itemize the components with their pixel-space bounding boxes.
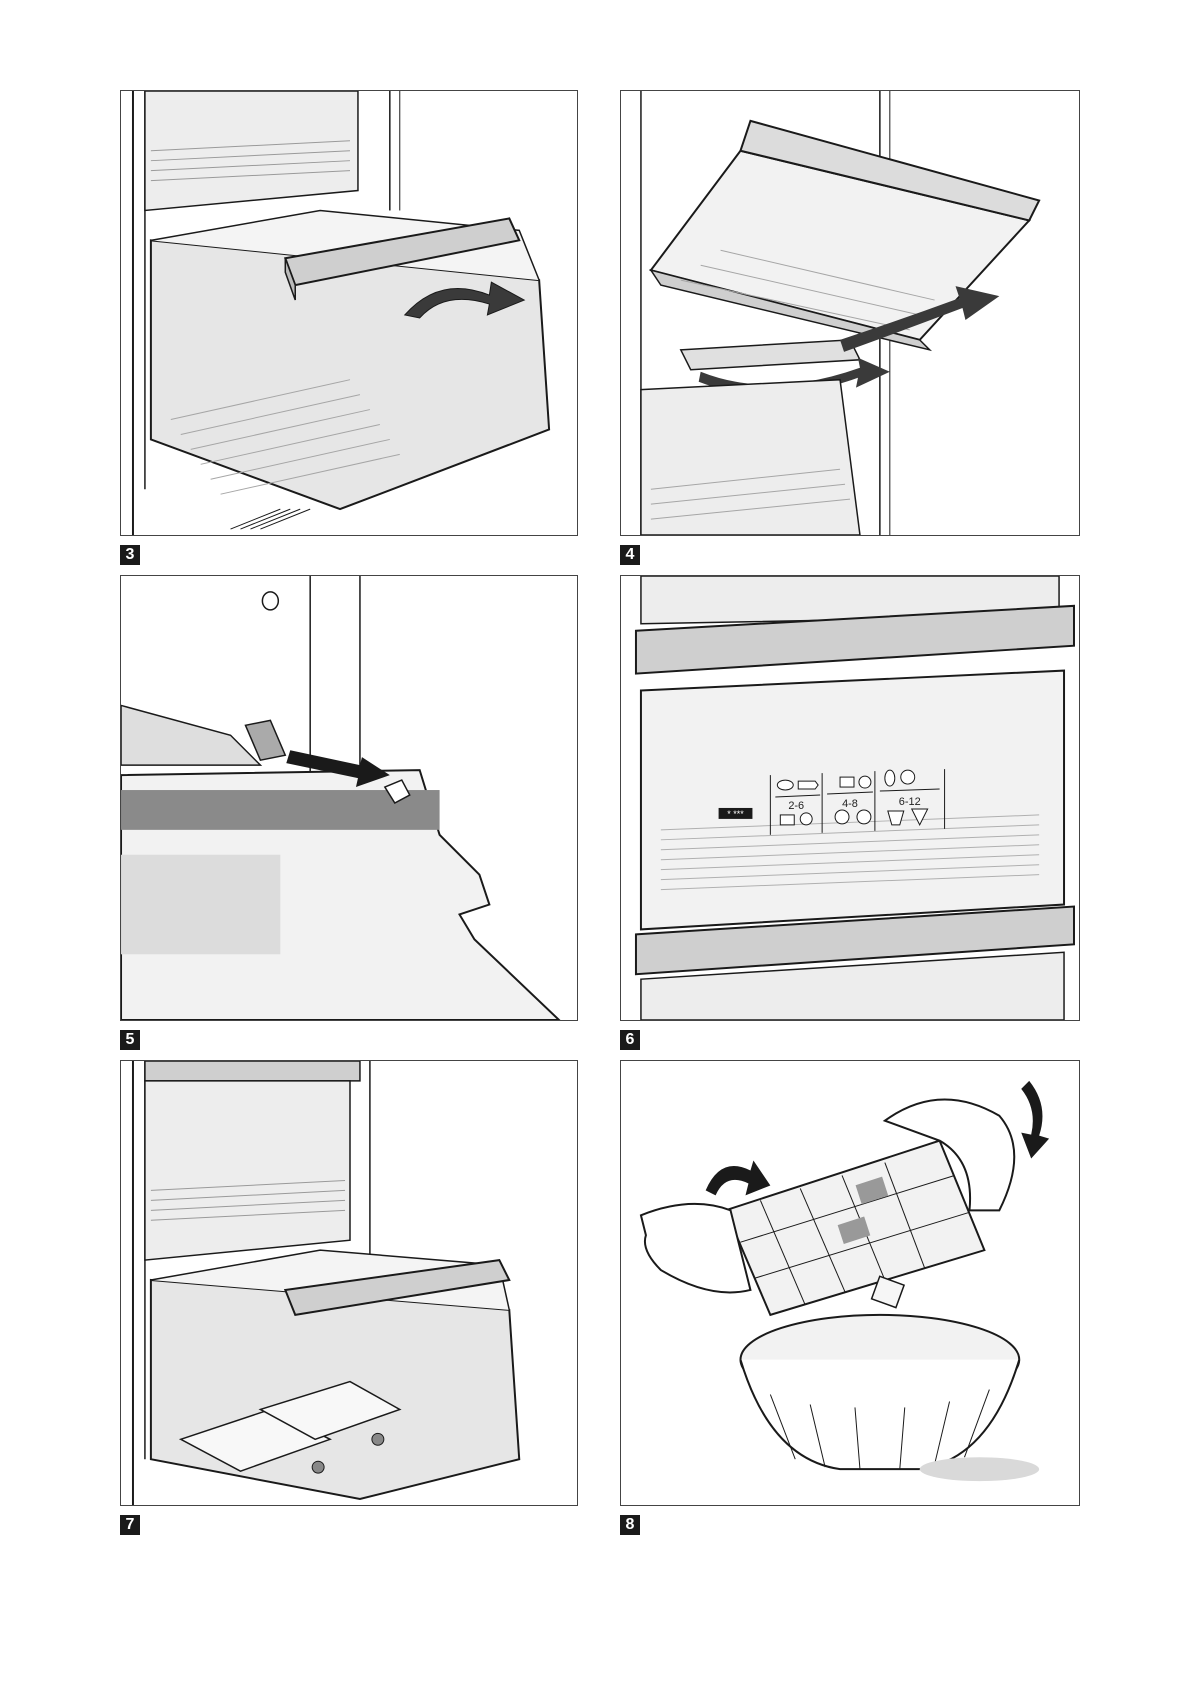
figure-3-number: 3 (120, 545, 140, 565)
figure-4-panel (620, 90, 1080, 536)
storage-months-2: 4-8 (842, 798, 858, 810)
figure-8-panel (620, 1060, 1080, 1506)
figure-5-panel (120, 575, 578, 1021)
figure-6-illustration: * *** 2-6 4-8 6-12 (621, 576, 1079, 1020)
figure-4-illustration (621, 91, 1079, 535)
figure-4-number: 4 (620, 545, 640, 565)
figure-7-panel (120, 1060, 578, 1506)
figure-5-number: 5 (120, 1030, 140, 1050)
star-rating-text: * *** (727, 809, 744, 819)
figure-3-panel (120, 90, 578, 536)
figure-6-panel: * *** 2-6 4-8 6-12 (620, 575, 1080, 1021)
storage-months-3: 6-12 (899, 796, 921, 808)
figure-7-number: 7 (120, 1515, 140, 1535)
figure-5-illustration (121, 576, 577, 1020)
storage-months-1: 2-6 (788, 800, 804, 812)
figure-3-illustration (121, 91, 577, 535)
figure-6-number: 6 (620, 1030, 640, 1050)
figure-8-illustration (621, 1061, 1079, 1505)
figure-8-number: 8 (620, 1515, 640, 1535)
figure-7-illustration (121, 1061, 577, 1505)
